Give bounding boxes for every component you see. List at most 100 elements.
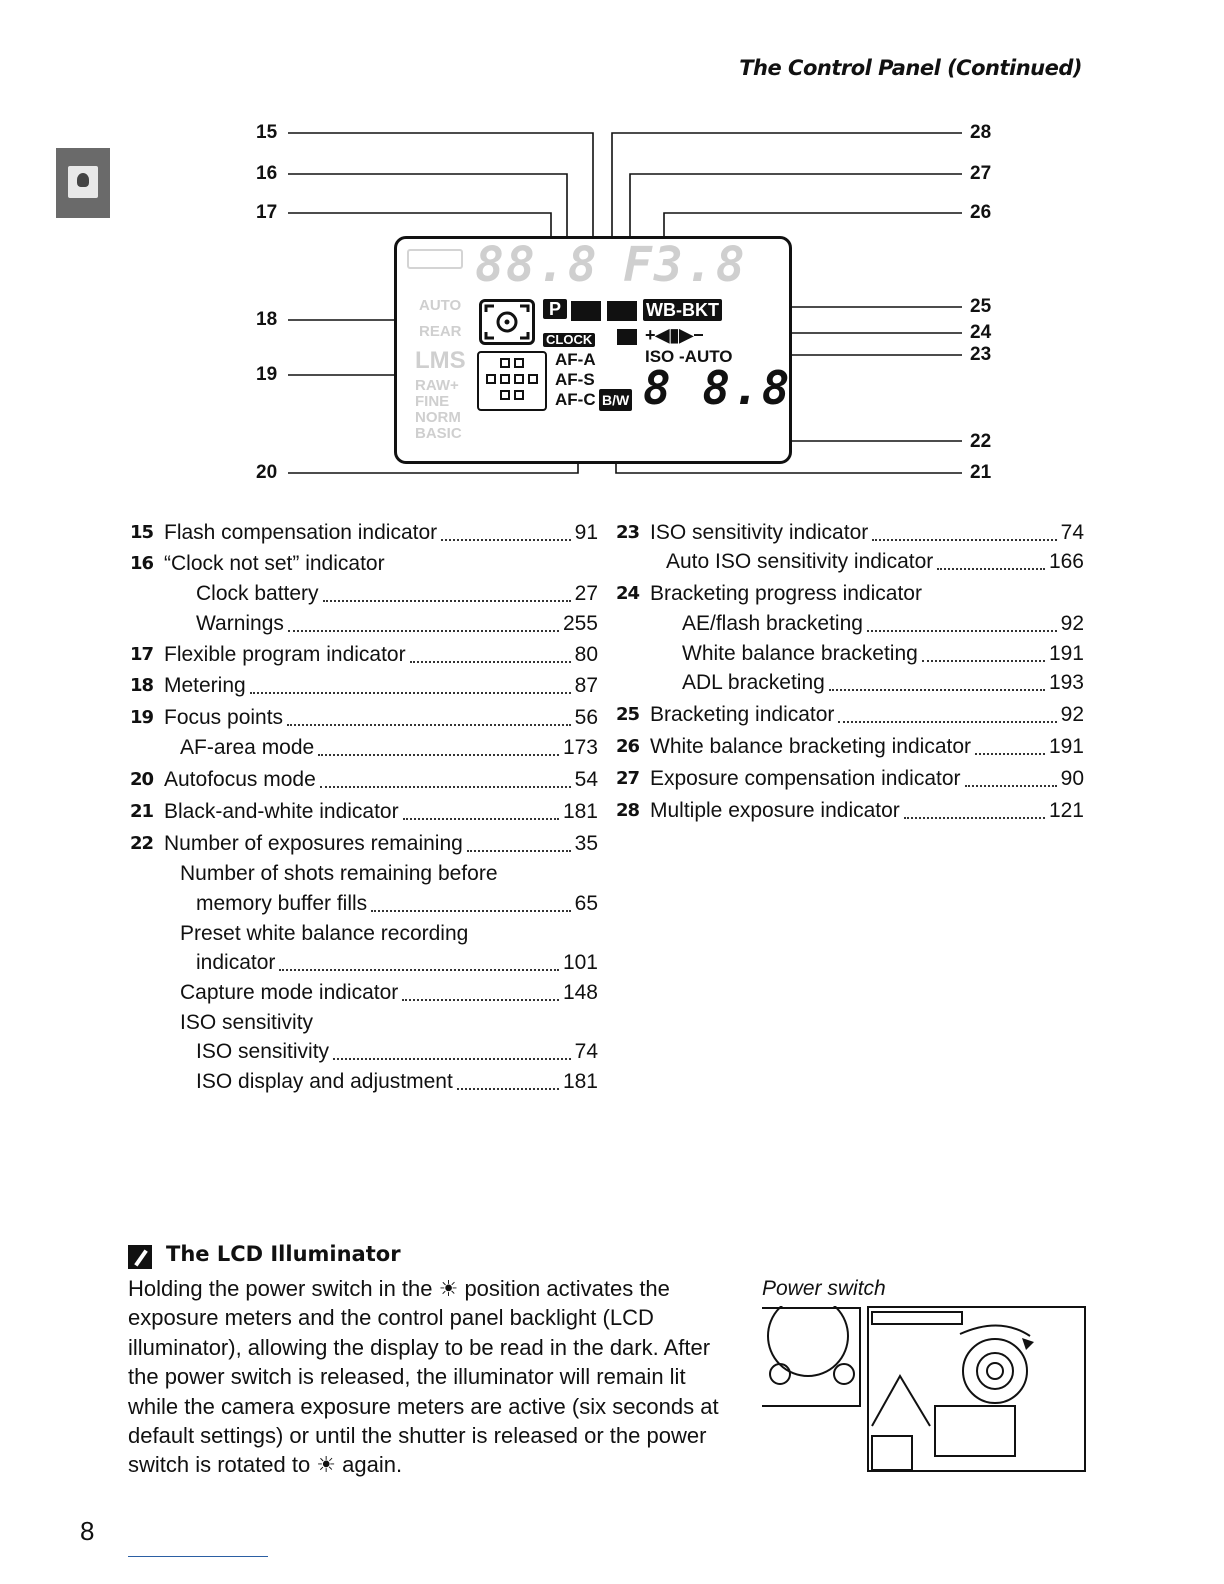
callout-24: 24 (970, 322, 992, 343)
index-entry-page: 80 (574, 643, 598, 666)
index-entry-label: Warnings (196, 612, 284, 635)
af-a: AF-A (555, 350, 596, 369)
note-title: The LCD Illuminator (166, 1242, 401, 1266)
index-entry-page: 90 (1060, 767, 1084, 790)
index-entry-page: 56 (574, 706, 598, 729)
callout-28: 28 (970, 122, 992, 143)
index-entry-number: 18 (130, 675, 154, 696)
index-entry-page: 91 (574, 521, 598, 544)
index-entry-label: Preset white balance recording (180, 922, 469, 945)
index-leader-dots (323, 579, 571, 602)
index-entry-label: ISO display and adjustment (196, 1070, 453, 1093)
af-c: AF-C (555, 390, 596, 409)
ghost-fine: FINE (415, 393, 450, 410)
index-entry: AE/flash bracketing 92 (616, 609, 1084, 639)
index-entry-page: 74 (1060, 521, 1084, 544)
index-entry-label: Focus points (164, 706, 284, 729)
callout-21: 21 (970, 462, 992, 483)
index-entry-label: Auto ISO sensitivity indicator (666, 550, 934, 573)
index-entry-number: 25 (616, 704, 640, 725)
index-leader-dots (838, 700, 1057, 723)
index-entry: 27 Exposure compensation indicator 90 (616, 764, 1084, 794)
index-entry-page: 35 (574, 832, 598, 855)
index-leader-dots (403, 797, 559, 820)
index-entry-label: White balance bracketing (682, 642, 918, 665)
index-leader-dots (333, 1037, 571, 1060)
callout-20: 20 (256, 462, 278, 483)
ghost-auto: AUTO (419, 297, 462, 314)
ghost-norm: NORM (415, 409, 461, 426)
control-panel-figure: 15 16 17 18 19 20 28 27 26 25 24 23 22 2… (0, 0, 1224, 500)
multiple-exposure-icon (617, 329, 637, 345)
index-entry-label: AF-area mode (180, 736, 315, 759)
index-entry-page: 191 (1048, 735, 1084, 758)
index-entry-page: 92 (1060, 612, 1084, 635)
index-entry-label: Multiple exposure indicator (650, 799, 900, 822)
index-leader-dots (318, 733, 559, 756)
index-entry-page: 54 (574, 768, 598, 791)
index-entry-page: 255 (562, 612, 598, 635)
index-entry-label: memory buffer fills (196, 892, 368, 915)
bracketing-progress-indicator: +◀▮▶− (645, 325, 704, 345)
index-entry: memory buffer fills 65 (130, 889, 598, 919)
index-leader-dots (904, 796, 1045, 819)
index-entry-label: Black-and-white indicator (164, 800, 399, 823)
index-entry-page: 193 (1048, 671, 1084, 694)
index-entry-number: 23 (616, 522, 640, 543)
index-entry-label: Exposure compensation indicator (650, 767, 961, 790)
index-entry-page: 87 (574, 674, 598, 697)
index-leader-dots (402, 978, 559, 1001)
lcd-panel: 88.8 F3.8 AUTO REAR LMS RAW+ FINE NORM B… (394, 236, 792, 464)
index-entry-page: 65 (574, 892, 598, 915)
af-s: AF-S (555, 370, 595, 389)
index-entry-label: AE/flash bracketing (682, 612, 863, 635)
index-entry-number: 27 (616, 768, 640, 789)
index-leader-dots (872, 518, 1057, 541)
index-entry-number: 24 (616, 583, 640, 604)
index-leader-dots (288, 609, 559, 632)
page-number: 8 (80, 1516, 95, 1546)
power-switch-illustration (760, 1295, 1086, 1472)
iso-auto-indicator: ISO -AUTO (645, 347, 733, 366)
index-leader-dots (937, 547, 1045, 570)
index-entry-page: 121 (1048, 799, 1084, 822)
index-entry: 19 Focus points 56 (130, 703, 598, 733)
index-entry: Preset white balance recording (130, 919, 598, 949)
index-leader-dots (320, 765, 571, 788)
index-entry-number: 19 (130, 707, 154, 728)
index-leader-dots (371, 889, 571, 912)
index-entry-label: ADL bracketing (682, 671, 825, 694)
index-entry-number: 26 (616, 736, 640, 757)
flash-compensation-icon (571, 301, 601, 321)
ghost-raw: RAW+ (415, 377, 459, 394)
index-entry-page: 148 (562, 981, 598, 1004)
index-entry-number: 21 (130, 801, 154, 822)
focus-points-icon (477, 351, 547, 411)
index-entry-label: Flash compensation indicator (164, 521, 438, 544)
index-entry-number: 16 (130, 553, 154, 574)
index-entry-label: Bracketing indicator (650, 703, 835, 726)
wb-bracketing-indicator: WB-BKT (643, 299, 722, 321)
index-entry-number: 22 (130, 833, 154, 854)
ghost-rear: REAR (419, 323, 462, 340)
index-leader-dots (467, 829, 571, 852)
index-entry-label: Flexible program indicator (164, 643, 406, 666)
index-entry: Number of shots remaining before (130, 859, 598, 889)
ghost-shutter-digits: 88.8 (475, 237, 599, 293)
index-entry-page: 27 (574, 582, 598, 605)
callout-26: 26 (970, 202, 992, 223)
exposures-remaining-display: 8 8.8 (643, 361, 792, 415)
index-entry-label: “Clock not set” indicator (164, 552, 385, 575)
callout-22: 22 (970, 431, 992, 452)
